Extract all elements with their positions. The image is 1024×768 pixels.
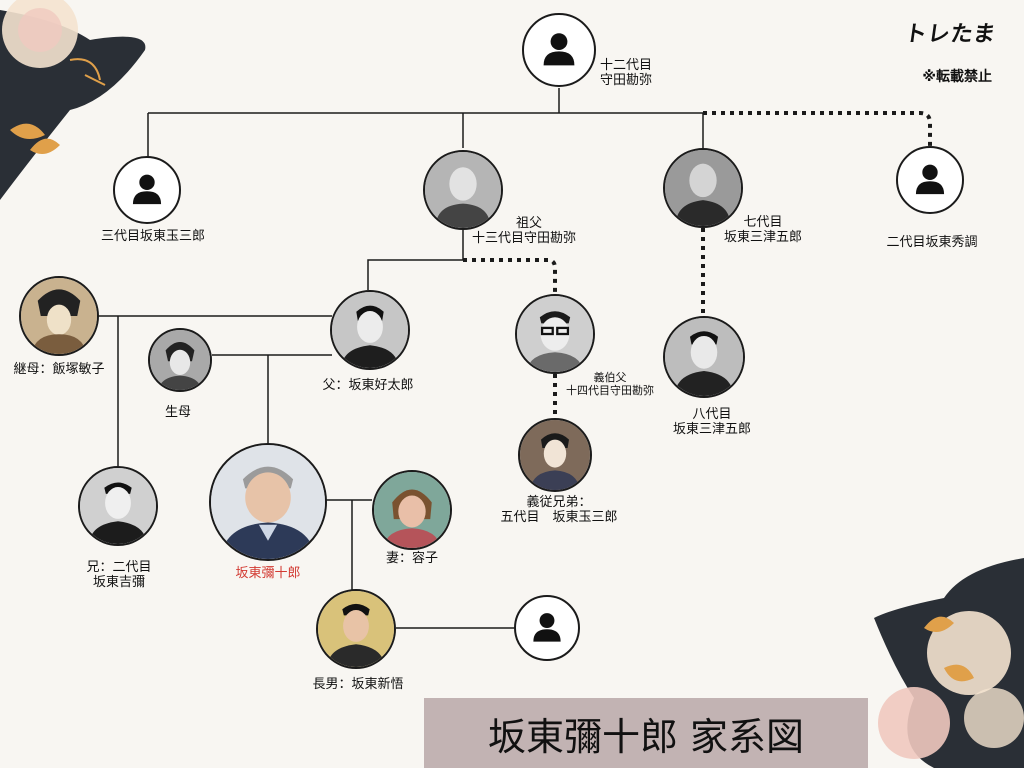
person-silhouette-icon [915,164,945,195]
son-node [316,589,396,669]
portrait-photo [318,591,394,667]
floral-decoration-top-left [0,0,146,200]
portrait-photo [517,296,593,372]
mother-node [148,328,212,392]
portrait-photo [80,468,156,544]
father-node [330,290,410,370]
yajuro-node [209,443,327,561]
stepmother-label: 継母：飯塚敏子 [13,362,105,377]
portrait-photo [665,150,741,226]
person-silhouette-icon [132,174,162,205]
cousin-label: 義従兄弟：五代目 坂東玉三郎 [500,495,618,525]
mitsugoro7-node [663,148,743,228]
page-title: 坂東彌十郎 家系図 [424,698,868,768]
mother-label: 生母 [164,405,191,420]
portrait-photo [150,330,210,390]
portrait-photo [665,318,743,396]
kanya12-label: 十二代目守田勘弥 [600,58,653,88]
wife-node [372,470,452,550]
uncle-node [515,294,595,374]
son-partner-node [514,595,580,661]
tamasaburo3-node [113,156,181,224]
kanya12-node [522,13,596,87]
shucho2-node [896,146,964,214]
mitsugoro8-node [663,316,745,398]
floral-decoration-bottom-right [874,558,1024,768]
uncle-label: 義伯父十四代目守田勘弥 [566,371,654,397]
son-label: 長男：坂東新悟 [312,677,404,692]
grandfather-label: 祖父十三代目守田勘弥 [472,216,577,246]
reprint-notice: ※転載禁止 [922,69,992,85]
person-silhouette-icon [533,613,561,642]
wife-label: 妻：容子 [385,551,438,566]
person-silhouette-icon [543,33,575,66]
yajuro-label: 坂東彌十郎 [235,566,301,581]
shucho2-label: 二代目坂東秀調 [886,235,978,250]
father-label: 父：坂東好太郎 [322,378,414,393]
portrait-photo [211,445,325,559]
portrait-photo [332,292,408,368]
brand-logo: トレたま [902,22,998,47]
tamasaburo3-label: 三代目坂東玉三郎 [100,229,205,244]
portrait-photo [520,420,590,490]
grandfather-node [423,150,503,230]
brother-label: 兄：二代目坂東吉彌 [86,560,152,590]
portrait-photo [425,152,501,228]
stepmother-node [19,276,99,356]
cousin-node [518,418,592,492]
portrait-photo [21,278,97,354]
portrait-photo [374,472,450,548]
brother-node [78,466,158,546]
mitsugoro8-label: 八代目坂東三津五郎 [672,407,751,437]
mitsugoro7-label: 七代目坂東三津五郎 [723,215,802,245]
